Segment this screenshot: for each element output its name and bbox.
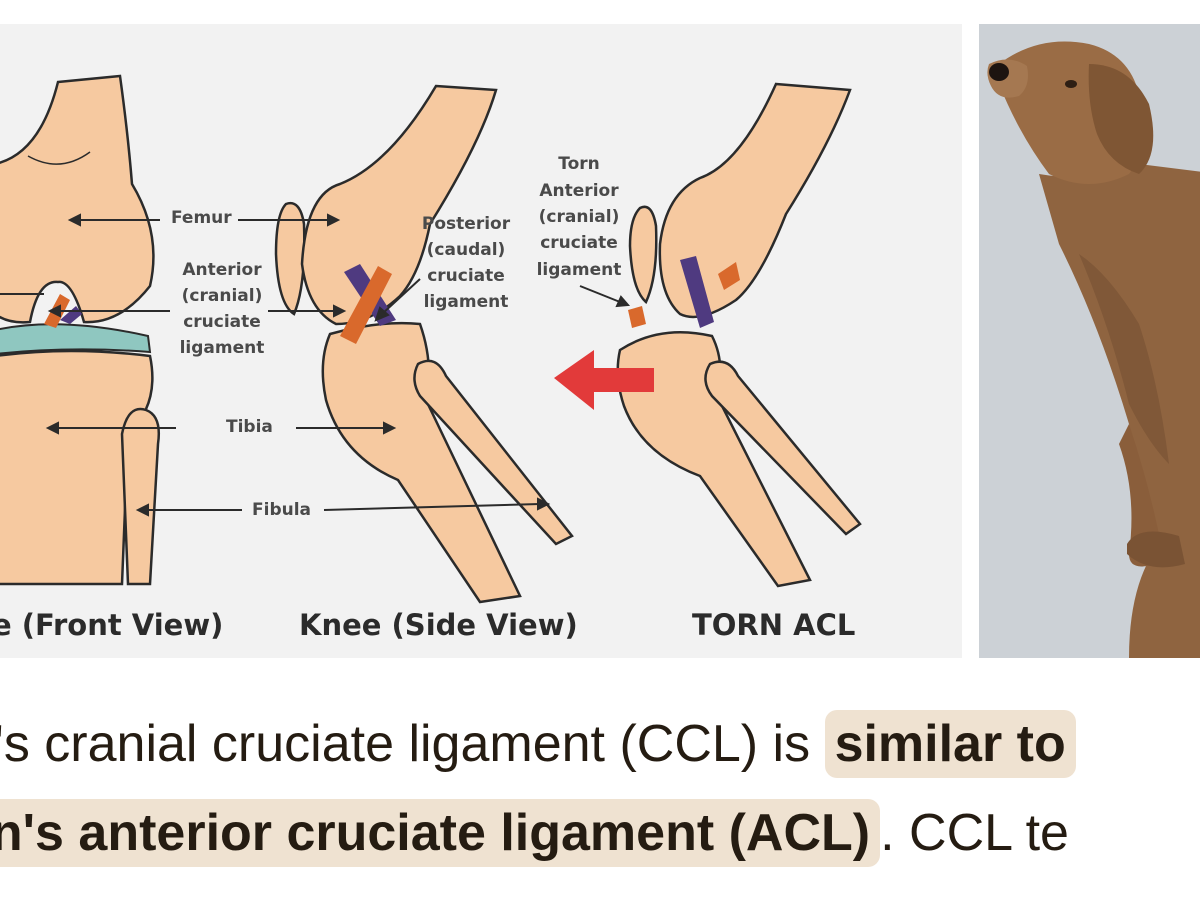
caption-torn-acl: TORN ACL: [692, 608, 855, 642]
acl-side: [340, 266, 392, 344]
dog-image[interactable]: [979, 24, 1200, 658]
caption-side-view: Knee (Side View): [299, 608, 578, 642]
label-torn-1: Torn: [558, 154, 600, 174]
torn-acl-knee: [554, 82, 862, 588]
snippet-text-2: . CCL te: [880, 804, 1069, 862]
knee-diagram-image[interactable]: Femur Anterior (cranial) cruciate ligame…: [0, 24, 962, 658]
snippet-highlight-1: similar to: [824, 710, 1076, 778]
label-anterior-3: cruciate: [183, 312, 261, 332]
featured-snippet-text: g's cranial cruciate ligament (CCL) is s…: [0, 688, 1200, 900]
label-posterior-1: Posterior: [422, 214, 511, 234]
front-view-knee: [0, 74, 160, 586]
label-arrows: [0, 213, 631, 517]
snippet-highlight-2: an's anterior cruciate ligament (ACL): [0, 799, 881, 867]
label-posterior-3: cruciate: [427, 266, 505, 286]
label-anterior-4: ligament: [180, 338, 265, 358]
label-posterior-2: (caudal): [427, 240, 506, 260]
dog-nose-icon: [989, 63, 1009, 81]
red-arrow-icon: [554, 350, 654, 410]
label-torn-4: cruciate: [540, 233, 618, 253]
label-fibula: Fibula: [252, 500, 311, 520]
label-posterior-4: ligament: [424, 292, 509, 312]
pcl-torn-view: [680, 256, 714, 328]
caption-front-view: e (Front View): [0, 608, 223, 642]
side-view-knee: [274, 84, 574, 604]
snippet-line-2: an's anterior cruciate ligament (ACL). C…: [0, 799, 1069, 867]
snippet-line-1: g's cranial cruciate ligament (CCL) is s…: [0, 710, 1076, 778]
knee-diagram: Femur Anterior (cranial) cruciate ligame…: [0, 74, 862, 642]
dog-illustration: [987, 41, 1200, 658]
label-torn-2: Anterior: [539, 181, 619, 201]
label-torn-3: (cranial): [539, 207, 620, 227]
dog-eye-icon: [1065, 80, 1077, 88]
label-anterior-1: Anterior: [182, 260, 262, 280]
acl-torn-lower: [628, 306, 646, 328]
label-tibia: Tibia: [226, 417, 273, 437]
label-torn-5: ligament: [537, 260, 622, 280]
label-anterior-2: (cranial): [182, 286, 263, 306]
snippet-text-1: g's cranial cruciate ligament (CCL) is: [0, 715, 825, 773]
acl-torn-upper: [718, 262, 740, 290]
label-femur: Femur: [171, 208, 232, 228]
